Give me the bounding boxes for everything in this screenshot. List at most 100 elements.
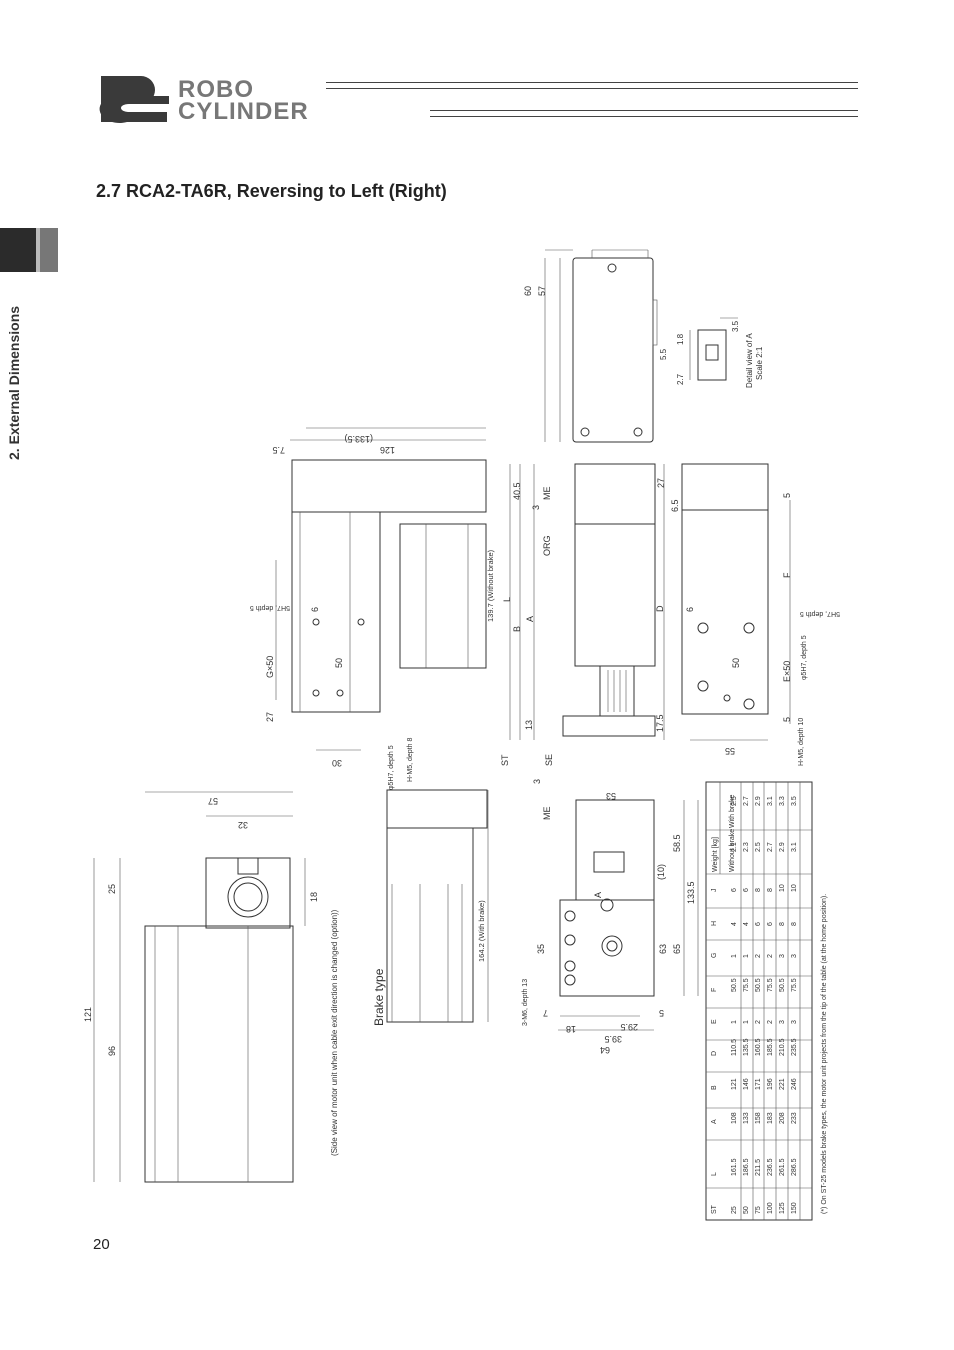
dim-65: 65: [672, 944, 682, 954]
table-cell: 110.5: [731, 1039, 738, 1056]
table-cell: 2.9: [755, 796, 762, 806]
table-cell: 261.5: [779, 1158, 786, 1176]
side-view-motor: [93, 791, 306, 1183]
dim-63: 63: [658, 944, 668, 954]
dim-60: 60: [523, 286, 533, 296]
table-cell: 160.5: [755, 1038, 762, 1056]
table-cell: 2.1: [731, 842, 738, 852]
table-cell: 4: [743, 922, 750, 926]
table-cell: 1: [743, 954, 750, 958]
dim-ex50: E×50: [782, 661, 792, 682]
table-cell: 235.5: [791, 1038, 798, 1056]
table-cell: 6: [755, 922, 762, 926]
table-cell: 211.5: [755, 1159, 762, 1176]
table-weight-header: Weight [kg]: [712, 837, 719, 872]
table-cell: 50.5: [755, 978, 762, 992]
table-cell: 161.5: [731, 1158, 738, 1176]
label-with-brake: 164.2 (With brake): [477, 900, 486, 962]
table-cell: 221: [779, 1078, 786, 1090]
table-cell: 183: [767, 1112, 774, 1124]
dim-5-b: 5: [782, 717, 792, 722]
dim-18-side: 18: [309, 892, 319, 902]
table-header-cell: B: [711, 1085, 718, 1090]
label-5h7-right: 5H7, depth 5: [800, 610, 840, 617]
chapter-tab-dark: [0, 228, 36, 272]
dim-57-side: 57: [208, 796, 218, 806]
dim-96: 96: [107, 1046, 117, 1056]
table-cell: 236.5: [767, 1158, 774, 1176]
dim-6-b: 6: [685, 607, 695, 612]
dim-55: 55: [725, 746, 735, 756]
table-cell: 75: [755, 1206, 762, 1214]
table-cell: 8: [767, 888, 774, 892]
table-cell: 3.3: [779, 796, 786, 806]
table-cell: 3: [791, 1020, 798, 1024]
table-cell: 2: [755, 1020, 762, 1024]
table-header-cell: G: [711, 953, 718, 958]
table-cell: 6: [743, 888, 750, 892]
table-cell: 158: [755, 1112, 762, 1124]
table-cell: 208: [779, 1112, 786, 1124]
table-cell: 75.5: [767, 978, 774, 992]
section-title: 2.7 RCA2-TA6R, Reversing to Left (Right): [96, 181, 447, 201]
dim-6-5: 6.5: [670, 499, 680, 512]
dim-30: 30: [332, 758, 342, 768]
dim-53: 53: [606, 791, 616, 801]
table-weight-sub: With brake: [729, 794, 736, 828]
label-3-m6: 3-M6, depth 13: [522, 979, 529, 1026]
label-b: B: [512, 626, 522, 632]
label-org: ORG: [542, 535, 552, 556]
table-cell: 2.7: [767, 842, 774, 852]
table-cell: 3: [791, 954, 798, 958]
table-cell: 3: [779, 1020, 786, 1024]
label-se: SE: [544, 754, 554, 766]
table-cell: 8: [755, 888, 762, 892]
table-cell: 286.5: [791, 1158, 798, 1176]
dim-27: 27: [265, 712, 275, 722]
dim-2-7: 2.7: [676, 373, 685, 385]
table-cell: 10: [779, 884, 786, 892]
dim-5-5: 5.5: [659, 348, 668, 360]
table-cell: 108: [731, 1112, 738, 1124]
dim-17-5: 17.5: [655, 714, 665, 732]
table-cell: 233: [791, 1112, 798, 1124]
scale-label: Scale 2:1: [755, 346, 764, 380]
table-cell: 3.5: [791, 796, 798, 806]
dim-40-5: 40.5: [512, 482, 522, 500]
table-cell: 171: [755, 1078, 762, 1090]
label-st: ST: [500, 754, 510, 766]
table-cell: 186.5: [743, 1158, 750, 1176]
table-header-cell: A: [711, 1119, 718, 1124]
chapter-tab-separator: [36, 228, 40, 272]
label-a: A: [525, 616, 535, 622]
dim-57: 57: [537, 286, 547, 296]
dim-29-5: 29.5: [620, 1022, 638, 1032]
table-cell: 2.5: [731, 796, 738, 806]
table-cell: 2: [755, 954, 762, 958]
dim-133-5: (133.5): [344, 434, 373, 444]
table-cell: 135.5: [743, 1038, 750, 1056]
dim-64: 64: [600, 1045, 610, 1055]
dim-25: 25: [107, 884, 117, 894]
dim-35: 35: [536, 944, 546, 954]
header-rule-bottom: [430, 110, 858, 117]
header-rule-top: [326, 82, 858, 89]
table-cell: 2.7: [743, 796, 750, 806]
label-a-detail: A: [593, 892, 603, 898]
label-me: ME: [542, 487, 552, 501]
dim-126: 126: [380, 445, 395, 455]
detail-a-label: Detail view of A: [745, 333, 754, 388]
dim-27-b: 27: [656, 478, 666, 488]
dim-18: 18: [566, 1024, 576, 1034]
table-cell: 8: [791, 922, 798, 926]
table-header-cell: D: [711, 1051, 718, 1056]
table-cell: 3.1: [767, 796, 774, 806]
dim-39-5: 39.5: [604, 1034, 622, 1044]
table-cell: 246: [791, 1078, 798, 1090]
table-cell: 133: [743, 1112, 750, 1124]
table-cell: 1: [731, 1020, 738, 1024]
table-cell: 50.5: [731, 978, 738, 992]
dim-3-bottom: 3: [532, 779, 542, 784]
table-header-cell: E: [711, 1019, 718, 1024]
table-cell: 25: [731, 1206, 738, 1214]
